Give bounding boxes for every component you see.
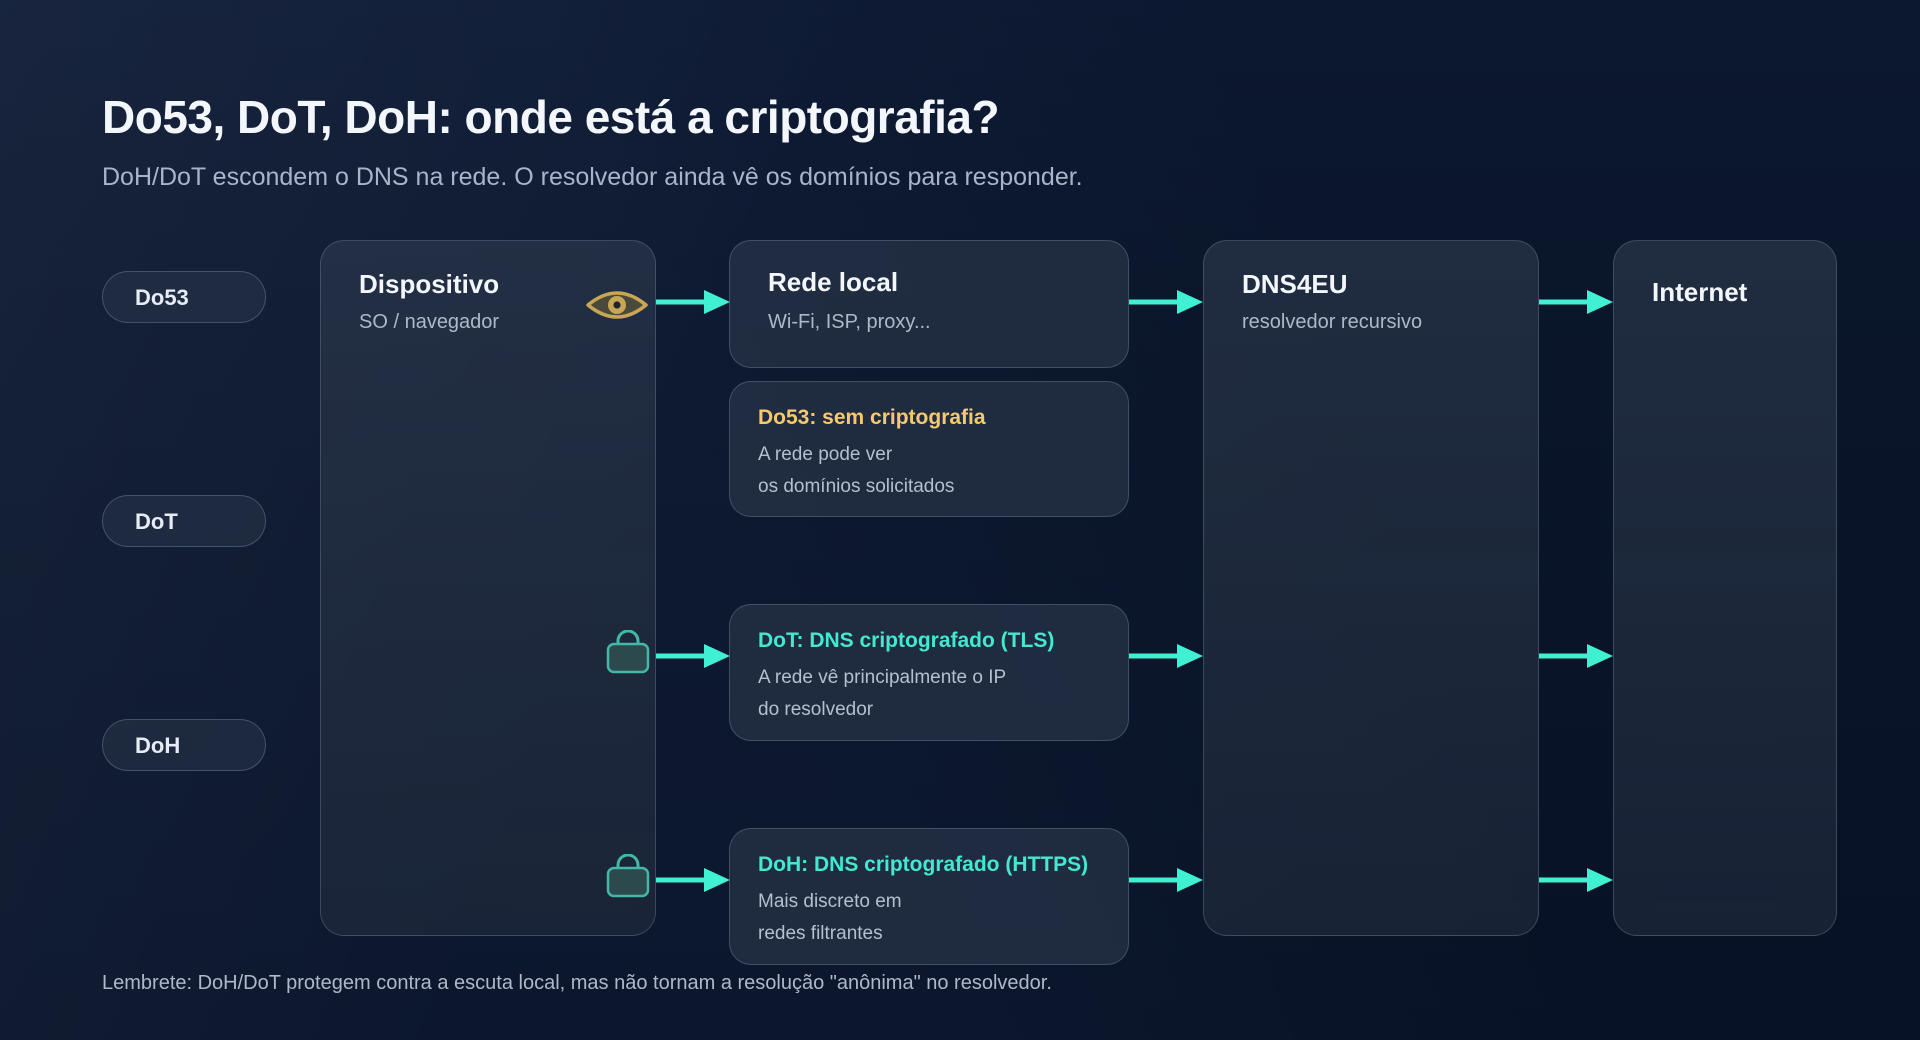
local-network-title: Rede local — [768, 267, 899, 297]
arrow-resolver-to-internet — [1539, 644, 1613, 668]
do53-info-line: os domínios solicitados — [758, 476, 955, 497]
page-subtitle: DoH/DoT escondem o DNS na rede. O resolv… — [102, 163, 1083, 191]
device-subtitle: SO / navegador — [359, 311, 500, 333]
doh-info-box: DoH: DNS criptografado (HTTPS) Mais disc… — [729, 828, 1129, 965]
lock-icon — [606, 630, 650, 674]
arrow-resolver-to-internet — [1539, 868, 1613, 892]
page-title: Do53, DoT, DoH: onde está a criptografia… — [102, 91, 1000, 143]
local-network-box: Rede local Wi-Fi, ISP, proxy... — [729, 240, 1129, 368]
dot-info-line: A rede vê principalmente o IP — [758, 667, 1007, 688]
row-label-text: Do53 — [135, 285, 189, 310]
resolver-subtitle: resolvedor recursivo — [1242, 311, 1423, 333]
arrow-device-to-local — [656, 868, 730, 892]
dot-info-line: do resolvedor — [758, 699, 874, 720]
dot-info-title: DoT: DNS criptografado (TLS) — [758, 629, 1055, 652]
row-label-do53: Do53 — [102, 271, 266, 323]
arrow-device-to-local — [656, 644, 730, 668]
dot-info-box: DoT: DNS criptografado (TLS) A rede vê p… — [729, 604, 1129, 741]
eye-icon — [586, 291, 648, 319]
do53-info-line: A rede pode ver — [758, 444, 893, 465]
arrow-local-to-resolver — [1129, 644, 1203, 668]
resolver-title: DNS4EU — [1242, 269, 1348, 299]
do53-info-title: Do53: sem criptografia — [758, 406, 986, 429]
footer-note: Lembrete: DoH/DoT protegem contra a escu… — [102, 972, 1052, 994]
doh-info-line: Mais discreto em — [758, 891, 902, 912]
arrow-device-to-local — [656, 290, 730, 314]
device-column: Dispositivo SO / navegador — [320, 240, 656, 936]
row-label-doh: DoH — [102, 719, 266, 771]
doh-info-title: DoH: DNS criptografado (HTTPS) — [758, 853, 1089, 876]
row-label-text: DoT — [135, 509, 178, 534]
device-title: Dispositivo — [359, 269, 500, 299]
arrow-local-to-resolver — [1129, 868, 1203, 892]
arrow-resolver-to-internet — [1539, 290, 1613, 314]
doh-info-line: redes filtrantes — [758, 923, 883, 944]
local-network-subtitle: Wi-Fi, ISP, proxy... — [768, 311, 931, 333]
internet-title: Internet — [1652, 277, 1748, 307]
lock-icon — [606, 854, 650, 898]
arrow-local-to-resolver — [1129, 290, 1203, 314]
row-label-dot: DoT — [102, 495, 266, 547]
internet-column: Internet — [1613, 240, 1837, 936]
resolver-column: DNS4EU resolvedor recursivo — [1203, 240, 1539, 936]
row-label-text: DoH — [135, 733, 181, 758]
do53-info-box: Do53: sem criptografia A rede pode ver o… — [729, 381, 1129, 517]
